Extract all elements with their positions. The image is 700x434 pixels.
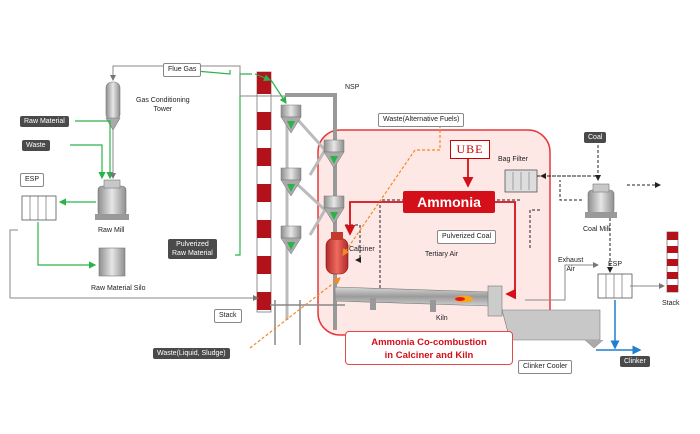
label-raw-material-silo: Raw Material Silo xyxy=(91,285,146,292)
label-kiln: Kiln xyxy=(436,315,448,322)
label-waste-liquid-sludge: Waste(Liquid, Sludge) xyxy=(153,348,230,359)
label-exhaust-air: Exhaust Air xyxy=(558,257,584,273)
stack-left xyxy=(256,71,272,313)
esp-right xyxy=(597,273,633,299)
clinker-cooler xyxy=(501,309,604,349)
label-clinker-cooler: Clinker Cooler xyxy=(518,360,573,374)
rotary-kiln xyxy=(334,285,503,317)
label-waste: Waste xyxy=(22,140,50,151)
ammonia-box: Ammonia xyxy=(403,191,495,213)
raw-mill xyxy=(95,179,129,220)
cyclone-3 xyxy=(280,167,302,197)
ube-logo: UBE xyxy=(450,140,490,159)
label-esp-right: ESP xyxy=(608,261,623,268)
label-stack-left: Stack xyxy=(214,309,242,323)
stack-right xyxy=(666,231,679,293)
cyclone-1 xyxy=(280,104,302,134)
label-clinker: Clinker xyxy=(620,356,650,367)
gas-conditioning-tower xyxy=(105,81,121,131)
label-coal: Coal xyxy=(584,132,607,143)
label-pulverized-coal: Pulverized Coal xyxy=(437,230,497,244)
support-structure xyxy=(270,300,345,345)
label-flue-gas: Flue Gas xyxy=(163,63,202,77)
label-pulverized-raw-material: Pulverized Raw Material xyxy=(168,239,217,259)
label-raw-material: Raw Material xyxy=(20,116,69,127)
esp-left xyxy=(21,195,57,221)
label-esp-left: ESP xyxy=(20,173,45,187)
co-combustion-callout: Ammonia Co-combustion in Calciner and Ki… xyxy=(345,331,513,365)
label-coal-mill: Coal Mill xyxy=(583,226,610,233)
waste-flow xyxy=(249,125,441,349)
raw-material-flow xyxy=(37,70,287,269)
coal-mill xyxy=(585,183,617,218)
cyclone-5 xyxy=(280,225,302,255)
label-nsp: NSP xyxy=(345,84,360,91)
bag-filter xyxy=(504,169,538,193)
label-waste-alternative-fuels: Waste(Alternative Fuels) xyxy=(378,113,465,127)
label-stack-right: Stack xyxy=(662,300,680,307)
label-raw-mill: Raw Mill xyxy=(98,227,125,234)
gas-flow xyxy=(9,65,665,301)
label-calciner: Calciner xyxy=(349,246,375,253)
raw-material-silo xyxy=(98,247,126,277)
nsp-preheater xyxy=(280,93,345,330)
cyclone-2 xyxy=(323,139,345,169)
ammonia-flow xyxy=(344,158,516,300)
cyclone-4 xyxy=(323,195,345,225)
label-bag-filter: Bag Filter xyxy=(498,156,528,163)
label-gas-conditioning-tower: Gas Conditioning Tower xyxy=(136,97,190,113)
label-tertiary-air: Tertiary Air xyxy=(425,251,459,258)
calciner xyxy=(325,232,349,275)
